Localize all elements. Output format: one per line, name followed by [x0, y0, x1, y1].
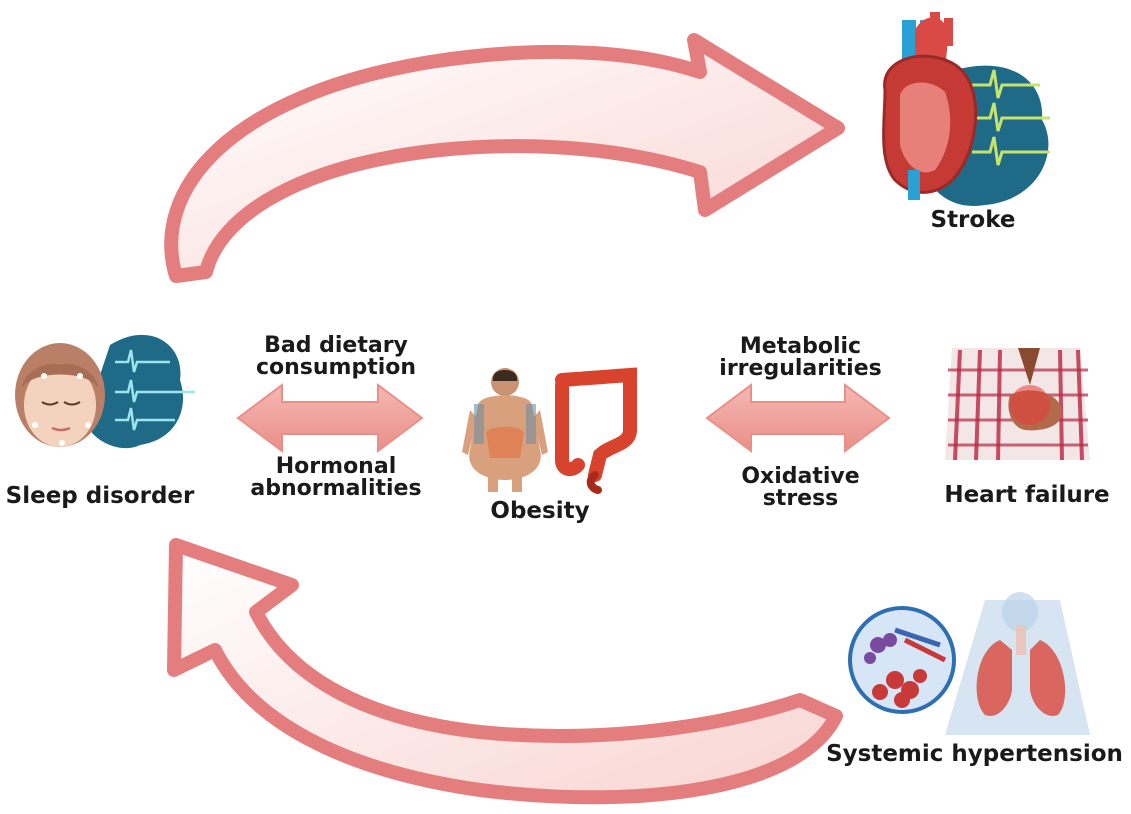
node-label-obesity: Obesity	[480, 500, 600, 523]
node-label-stroke: Stroke	[913, 209, 1033, 232]
edge-label-right-top: Metabolic irregularities	[703, 336, 898, 380]
node-label-sleep-disorder: Sleep disorder	[0, 485, 200, 508]
edge-label-left-top-line2: consumption	[236, 357, 436, 379]
lungs-icon	[850, 592, 1090, 735]
double-arrow-right	[707, 385, 889, 451]
edge-label-left-top: Bad dietary consumption	[236, 335, 436, 379]
edge-label-left-top-line1: Bad dietary	[236, 335, 436, 357]
curved-arrow-top	[171, 40, 838, 276]
edge-label-left-bottom-line2: abnormalities	[236, 478, 436, 500]
edge-label-right-bottom-line1: Oxidative	[703, 466, 898, 488]
curved-arrow-bottom	[174, 545, 836, 797]
edge-label-right-bottom-line2: stress	[703, 488, 898, 510]
edge-label-right-top-line2: irregularities	[703, 358, 898, 380]
node-label-heart-failure: Heart failure	[932, 484, 1122, 507]
obese-body-colon-icon	[462, 368, 630, 492]
chest-pain-person-icon	[945, 348, 1090, 460]
sleeping-face-icon	[15, 335, 195, 448]
edge-label-right-top-line1: Metabolic	[703, 336, 898, 358]
edge-label-right-bottom: Oxidative stress	[703, 466, 898, 510]
heart-ecg-icon	[884, 12, 1050, 206]
edge-label-left-bottom: Hormonal abnormalities	[236, 456, 436, 500]
edge-label-left-bottom-line1: Hormonal	[236, 456, 436, 478]
node-label-systemic-hypertension: Systemic hypertension	[822, 743, 1127, 766]
double-arrow-left	[238, 385, 422, 451]
